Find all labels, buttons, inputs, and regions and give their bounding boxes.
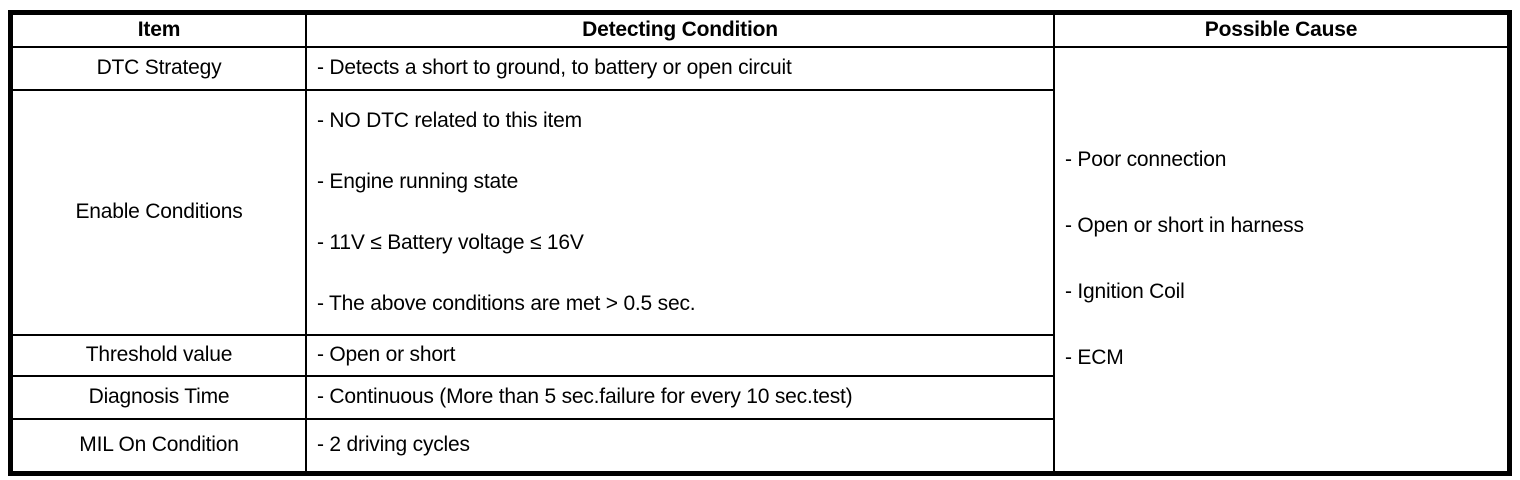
row-label-threshold-value: Threshold value bbox=[13, 336, 307, 377]
possible-cause-item: - ECM bbox=[1065, 346, 1124, 370]
row-label-enable-conditions: Enable Conditions bbox=[13, 91, 307, 336]
enable-condition-line: - NO DTC related to this item bbox=[317, 109, 582, 133]
possible-cause-cell: - Poor connection - Open or short in har… bbox=[1055, 48, 1507, 471]
possible-cause-item: - Ignition Coil bbox=[1065, 280, 1185, 304]
row-condition-enable-conditions: - NO DTC related to this item - Engine r… bbox=[307, 91, 1055, 336]
enable-condition-line: - The above conditions are met > 0.5 sec… bbox=[317, 291, 696, 315]
enable-condition-line: - 11V ≤ Battery voltage ≤ 16V bbox=[317, 230, 584, 254]
row-condition-dtc-strategy: - Detects a short to ground, to battery … bbox=[307, 48, 1055, 91]
row-label-mil-on-condition: MIL On Condition bbox=[13, 420, 307, 471]
header-detecting-condition: Detecting Condition bbox=[307, 15, 1055, 48]
possible-cause-item: - Open or short in harness bbox=[1065, 214, 1304, 238]
header-possible-cause: Possible Cause bbox=[1055, 15, 1507, 48]
dtc-detecting-condition-table: Item Detecting Condition Possible Cause … bbox=[8, 10, 1512, 476]
possible-cause-item: - Poor connection bbox=[1065, 148, 1227, 172]
header-item: Item bbox=[13, 15, 307, 48]
row-condition-mil-on-condition: - 2 driving cycles bbox=[307, 420, 1055, 471]
row-label-dtc-strategy: DTC Strategy bbox=[13, 48, 307, 91]
enable-condition-line: - Engine running state bbox=[317, 170, 519, 194]
row-label-diagnosis-time: Diagnosis Time bbox=[13, 377, 307, 420]
row-condition-diagnosis-time: - Continuous (More than 5 sec.failure fo… bbox=[307, 377, 1055, 420]
row-condition-threshold-value: - Open or short bbox=[307, 336, 1055, 377]
